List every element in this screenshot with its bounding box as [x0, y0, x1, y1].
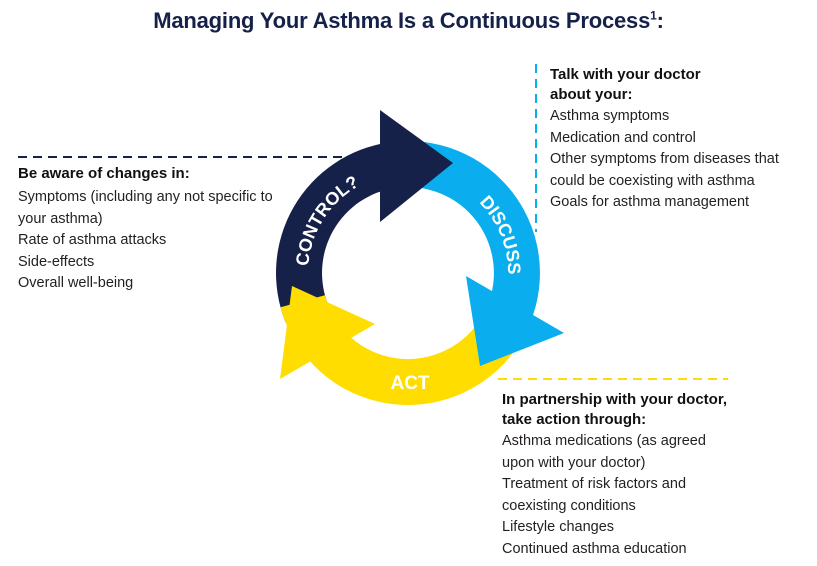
discuss-arc — [403, 141, 540, 349]
list-item: Treatment of risk factors and coexisting… — [502, 476, 687, 514]
list-item: Medication and control — [550, 129, 696, 146]
list-item: Symptoms (including any not specific to … — [18, 189, 273, 227]
act-arc — [280, 295, 523, 405]
discuss-heading: Talk with your doctor about your: — [550, 66, 701, 103]
title-colon: : — [656, 8, 664, 33]
discuss-arrowhead — [466, 276, 564, 366]
control-heading: Be aware of changes in: — [18, 165, 190, 182]
list-item: Other symptoms from diseases that could … — [550, 151, 779, 189]
list-item: Lifestyle changes — [502, 519, 615, 535]
title-text: Managing Your Asthma Is a Continuous Pro… — [153, 8, 651, 33]
control-block: Be aware of changes in: Symptoms (includ… — [18, 164, 273, 295]
act-block: In partnership with your doctor, take ac… — [502, 390, 742, 560]
footnote-marker: 1 — [650, 8, 657, 23]
control-arc — [276, 142, 396, 323]
discuss-block: Talk with your doctor about your: Asthma… — [550, 65, 800, 214]
list-item: Rate of asthma attacks — [18, 232, 167, 248]
act-arrowhead — [280, 286, 375, 379]
page-title: Managing Your Asthma Is a Continuous Pro… — [0, 8, 817, 34]
list-item: Asthma medications (as agreed upon with … — [502, 433, 706, 471]
list-item: Goals for asthma management — [550, 194, 750, 210]
list-item: Continued asthma education — [502, 540, 687, 557]
act-heading: In partnership with your doctor, take ac… — [502, 391, 728, 428]
list-item: Side-effects — [18, 253, 95, 270]
list-item: Asthma symptoms — [550, 108, 670, 124]
act-label: ACT — [390, 373, 429, 394]
control-arrowhead — [380, 110, 453, 222]
list-item: Overall well-being — [18, 275, 134, 291]
